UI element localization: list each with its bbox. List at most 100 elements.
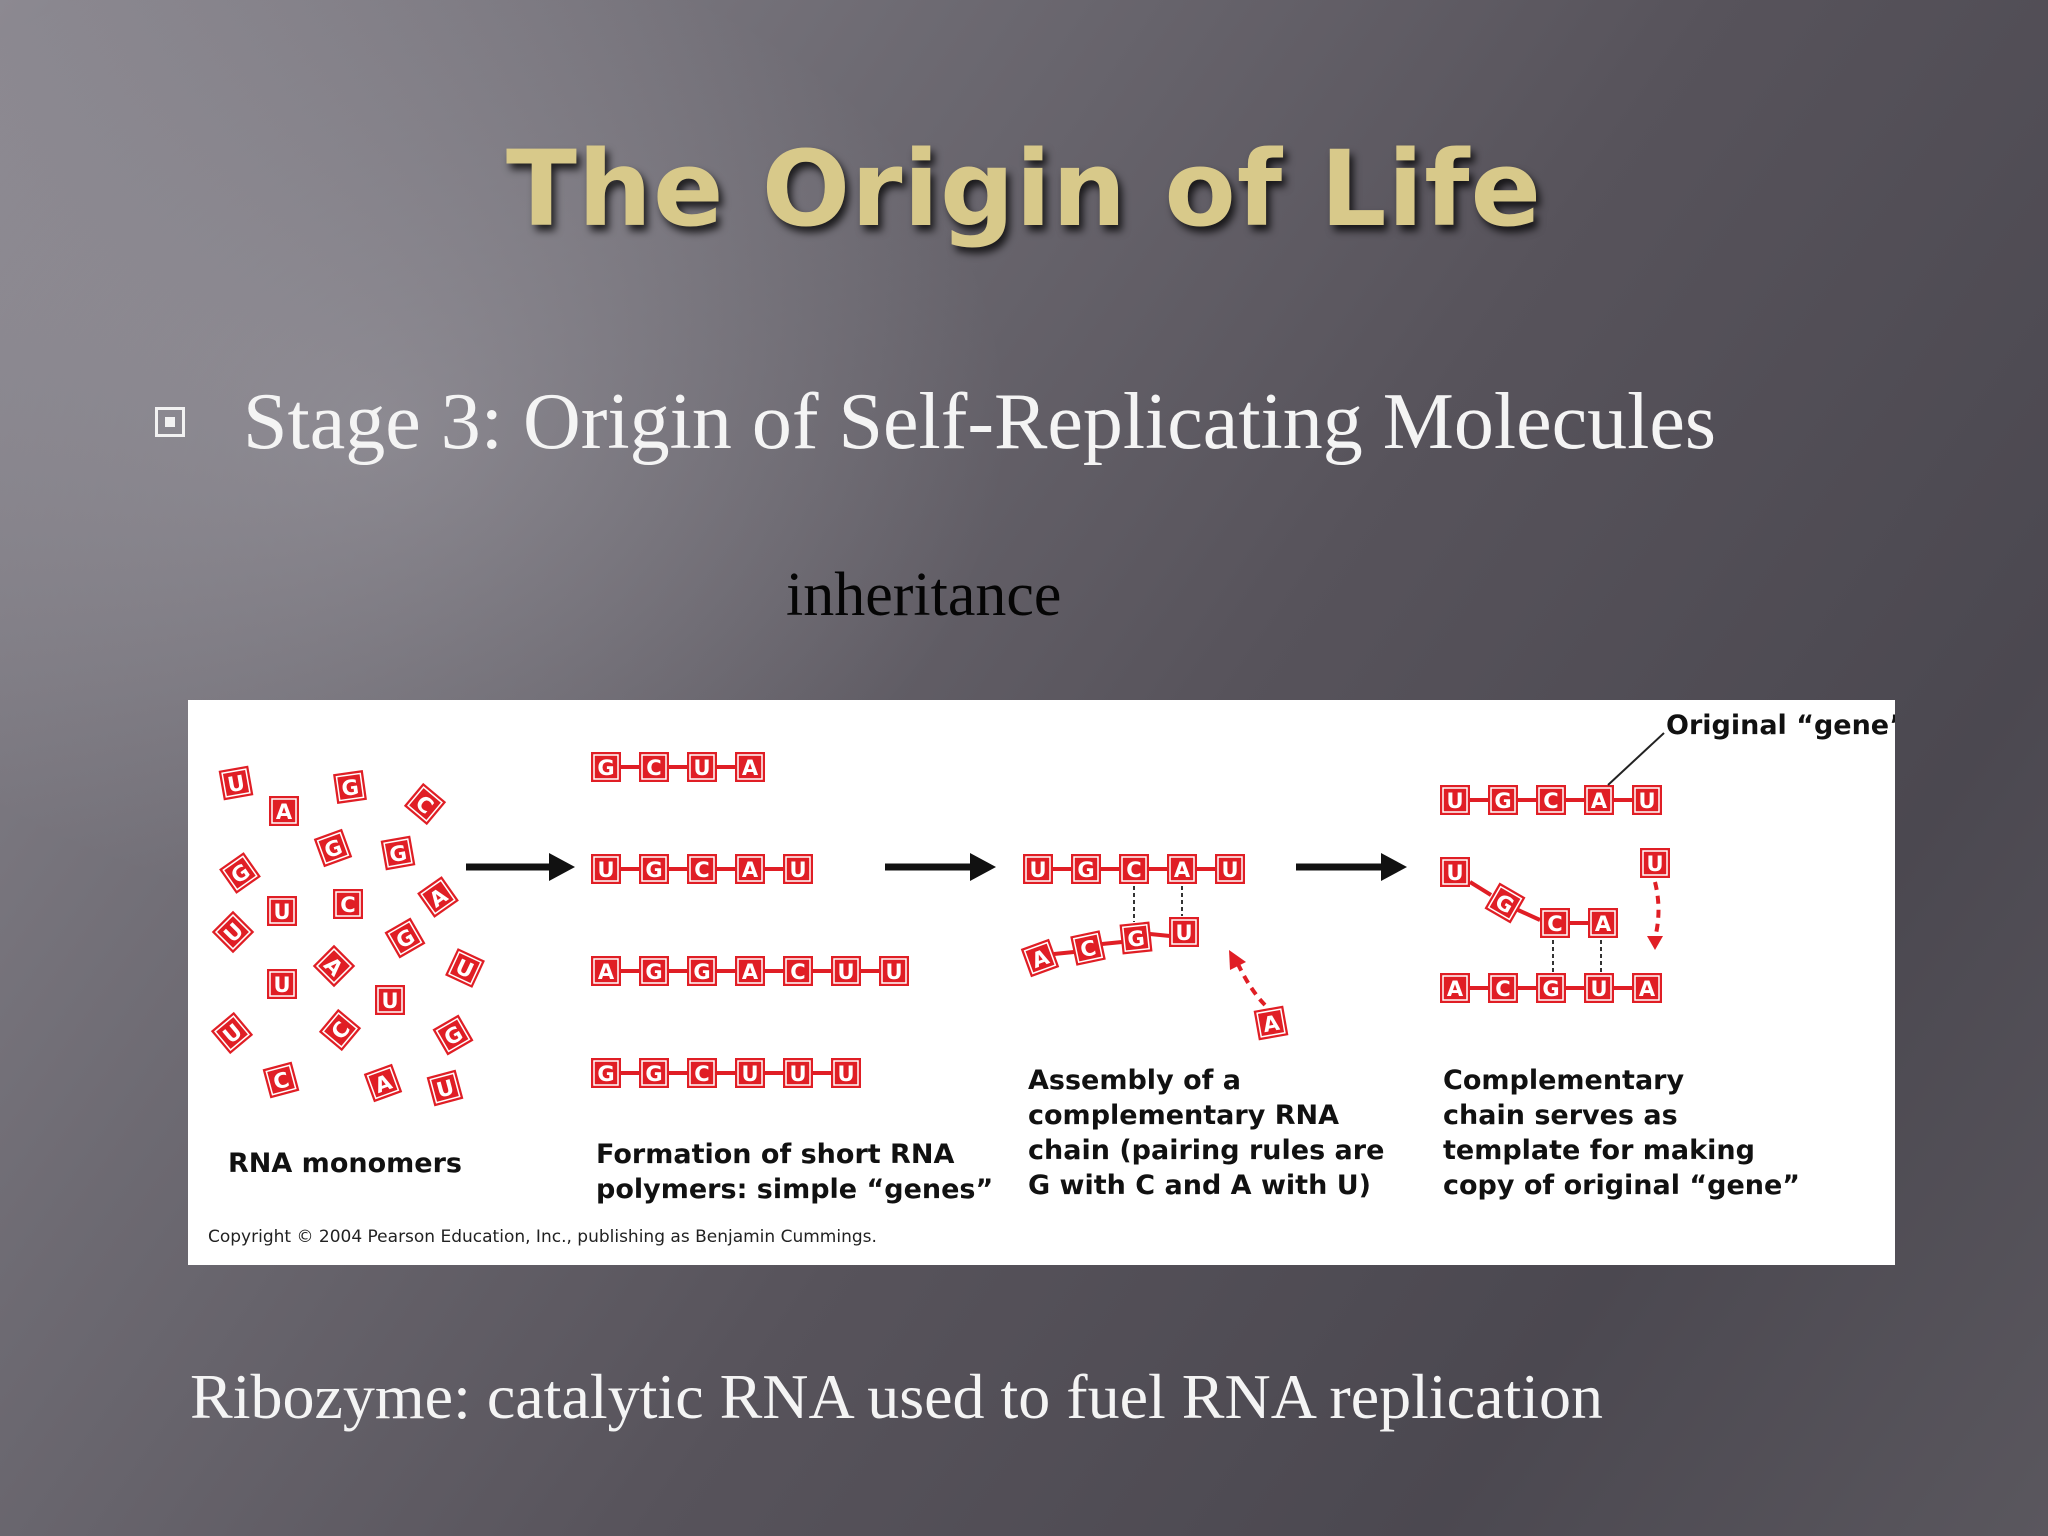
base-letter: G [597,756,614,780]
rna-monomer: U [267,896,297,926]
complementary-chain-base: C [1540,908,1570,938]
caption-short-polymers: polymers: simple “genes” [596,1174,993,1205]
base-letter: G [1494,789,1511,813]
template-strand-base: A [1167,854,1197,884]
copy-strand-base: C [1488,973,1518,1003]
base-letter: G [340,775,360,801]
base-letter: U [741,1062,758,1086]
incoming-nucleotide: U [1640,848,1670,878]
rna-monomer: A [417,876,459,918]
rna-polymer-base: U [831,956,861,986]
rna-monomer: C [262,1061,300,1099]
base-letter: G [693,960,710,984]
rna-monomer: U [267,969,297,999]
phosphate-bond [1517,908,1541,922]
base-letter: U [1446,789,1463,813]
base-letter: G [645,960,662,984]
complementary-strand-base: G [1119,921,1153,955]
complementary-strand-base: C [1070,930,1106,966]
complementary-chain-base: G [1484,882,1526,924]
rna-polymer-base: A [591,956,621,986]
rna-monomer: G [219,852,261,894]
rna-monomer: U [218,765,254,801]
base-letter: U [381,989,398,1013]
caption-template-copy: copy of original “gene” [1443,1170,1800,1201]
base-letter: U [837,960,854,984]
copy-strand-base: A [1632,973,1662,1003]
base-letter: U [273,973,290,997]
rna-polymer-base: G [639,854,669,884]
base-letter: U [789,1062,806,1086]
rna-monomer: G [313,828,353,868]
rna-monomer: C [333,889,363,919]
base-letter: G [1077,858,1094,882]
incoming-nucleotide: A [1253,1005,1289,1041]
base-letter: U [837,1062,854,1086]
phosphate-bond [1101,940,1123,946]
movement-path [1234,959,1267,1007]
caption-short-polymers: Formation of short RNA [596,1139,954,1170]
rna-polymer-base: A [735,956,765,986]
base-letter: A [742,960,759,984]
base-letter: C [1495,977,1510,1001]
base-letter: U [273,900,290,924]
base-letter: U [1590,977,1607,1001]
base-letter: C [340,893,355,917]
rna-polymer-base: U [831,1058,861,1088]
rna-polymer-base: C [639,752,669,782]
base-letter: A [742,858,759,882]
rna-monomer: A [269,796,299,826]
base-letter: C [1126,858,1141,882]
rna-polymer-base: A [735,752,765,782]
base-letter: C [1547,912,1562,936]
movement-arrowhead [1647,936,1663,950]
base-letter: A [742,756,759,780]
rna-monomer: G [384,917,426,959]
rna-polymer-base: U [783,1058,813,1088]
original-gene-label: Original “gene” [1666,710,1895,741]
movement-arrowhead [1229,950,1246,970]
base-letter: U [789,858,806,882]
copy-strand-base: U [1584,973,1614,1003]
rna-polymer-base: G [639,956,669,986]
complementary-chain-base: U [1440,857,1470,887]
base-letter: A [598,960,615,984]
rna-monomer: A [363,1063,403,1103]
template-strand-base: G [1071,854,1101,884]
caption-complementary-assembly: Assembly of a [1028,1065,1241,1096]
rna-polymer-base: U [687,752,717,782]
complementary-strand-base: A [1020,938,1060,978]
base-letter: A [1447,977,1464,1001]
rna-polymer-base: G [591,752,621,782]
rna-monomer: U [375,985,405,1015]
base-letter: U [1646,852,1663,876]
rna-monomer: C [318,1008,362,1052]
rna-polymer-base: C [687,854,717,884]
base-letter: C [1078,936,1098,963]
base-letter: C [646,756,661,780]
template-strand-base: U [1215,854,1245,884]
rna-monomer: C [403,782,447,826]
copy-strand-base: A [1440,973,1470,1003]
complementary-chain-base: A [1588,908,1618,938]
base-letter: C [694,858,709,882]
base-letter: U [1638,789,1655,813]
footer-text: Ribozyme: catalytic RNA used to fuel RNA… [190,1361,1604,1432]
base-letter: U [885,960,902,984]
rna-polymer-base: G [639,1058,669,1088]
original-gene-base: G [1488,785,1518,815]
slide-title: The Origin of Life [505,128,1542,250]
caption-complementary-assembly: chain (pairing rules are [1028,1135,1384,1166]
caption-complementary-assembly: complementary RNA [1028,1100,1339,1131]
base-letter: U [693,756,710,780]
copyright-text: Copyright © 2004 Pearson Education, Inc.… [208,1227,877,1247]
rna-polymer-base: G [687,956,717,986]
caption-template-copy: chain serves as [1443,1100,1678,1131]
arrowhead [970,853,996,881]
caption-template-copy: Complementary [1443,1065,1685,1096]
gene-leader-line [1607,732,1665,786]
template-strand-base: U [1023,854,1053,884]
base-letter: A [1174,858,1191,882]
rna-monomer: G [380,835,416,871]
